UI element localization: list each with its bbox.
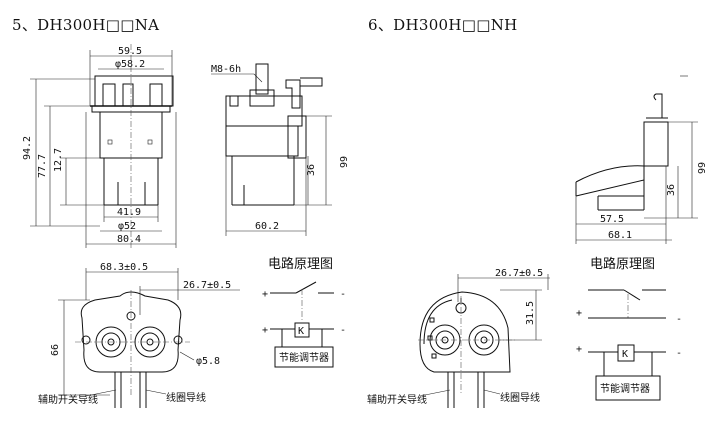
dim-rside-h1: 66 — [695, 162, 706, 174]
left-circuit: 电路原理图 + - + - K 节能调节器 — [262, 256, 346, 368]
circuit-plus2-right: + — [576, 344, 582, 355]
right-bottom-view: 26.7±0.5 31.5 辅助开关导线 线圈导线 — [367, 268, 550, 408]
dim-rside-w1: 57.5 — [600, 214, 624, 225]
dim-front-h1: 94.2 — [22, 136, 33, 160]
circuit-k-right: K — [622, 349, 628, 360]
circuit-plus1-right: + — [576, 308, 582, 319]
dim-front-b3: 80.4 — [117, 234, 141, 245]
left-front-view: 59.5 φ58.2 94.2 77.7 12.7 41.9 φ52 80.4 — [22, 44, 177, 250]
circuit-minus1-right: - — [676, 314, 682, 325]
dim-side-w: 60.2 — [255, 221, 279, 232]
dim-front-b2: φ52 — [118, 221, 136, 232]
label-aux-wire-left: 辅助开关导线 — [38, 393, 98, 406]
circuit-plus2-left: + — [262, 325, 268, 336]
left-side-view: M8-6h 66 36 60.2 — [211, 63, 348, 236]
dim-bottom-w: 68.3±0.5 — [100, 262, 148, 273]
label-aux-wire-right: 辅助开关导线 — [367, 393, 427, 406]
circuit-title-left: 电路原理图 — [268, 256, 333, 272]
circuit-k-left: K — [298, 326, 304, 337]
left-bottom-view: 68.3±0.5 26.7±0.5 66 φ5.8 辅助开关导线 线圈导线 — [38, 262, 240, 408]
right-side-view: 66 36 57.5 68.1 — [575, 75, 706, 244]
dim-front-h2: 77.7 — [37, 154, 48, 178]
circuit-title-right: 电路原理图 — [590, 256, 655, 272]
dim-bottom-h: 66 — [50, 344, 61, 356]
dim-side-h2: 36 — [306, 164, 317, 176]
dim-front-h3: 12.7 — [53, 148, 64, 172]
circuit-box-right: 节能调节器 — [600, 382, 650, 395]
dim-bottom-hole: φ5.8 — [196, 356, 220, 367]
circuit-minus2-right: - — [676, 348, 682, 359]
dim-rbottom-off: 26.7±0.5 — [495, 268, 543, 279]
dim-front-phi-top: φ58.2 — [115, 59, 145, 70]
dim-rside-w2: 68.1 — [608, 230, 632, 241]
circuit-minus2-left: - — [340, 325, 346, 336]
circuit-box-left: 节能调节器 — [279, 351, 329, 364]
dim-side-h1: 66 — [337, 156, 348, 168]
dim-bottom-off: 26.7±0.5 — [183, 280, 231, 291]
label-coil-wire-right: 线圈导线 — [500, 391, 540, 404]
dim-rbottom-v: 31.5 — [525, 301, 536, 325]
dim-front-top: 59.5 — [118, 46, 142, 57]
label-coil-wire-left: 线圈导线 — [166, 391, 206, 404]
title-left: 5、DH300H□□NA — [12, 16, 160, 34]
dim-thread: M8-6h — [211, 64, 241, 75]
right-circuit: 电路原理图 + - + - K 节能调节器 — [576, 256, 682, 401]
dim-front-b1: 41.9 — [117, 207, 141, 218]
circuit-plus1-left: + — [262, 289, 268, 300]
title-right: 6、DH300H□□NH — [368, 16, 518, 34]
circuit-minus1-left: - — [340, 289, 346, 300]
dim-rside-h2: 36 — [666, 184, 677, 196]
